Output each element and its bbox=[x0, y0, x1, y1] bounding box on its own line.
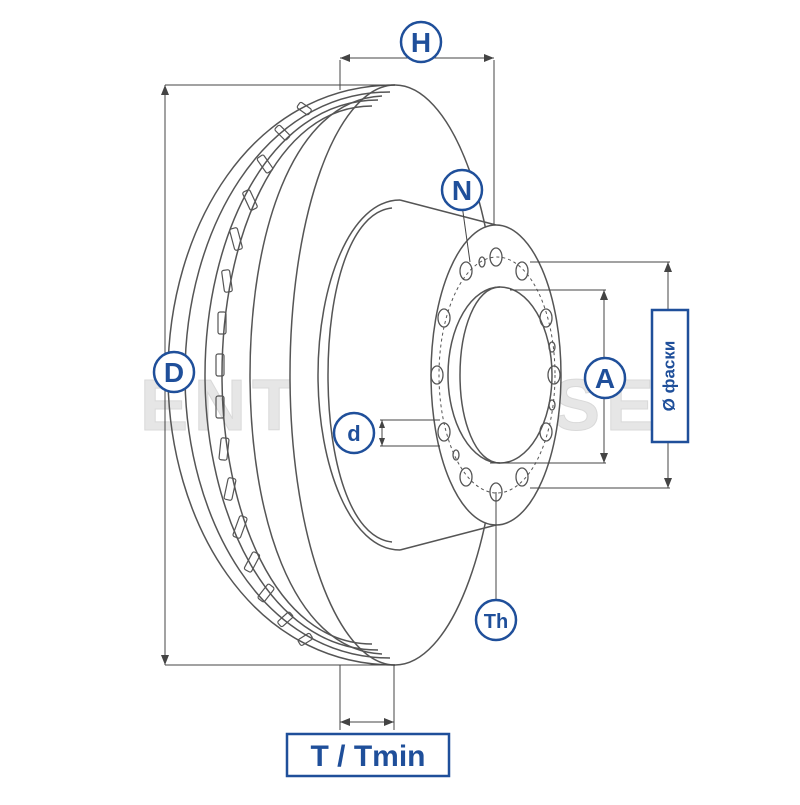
hat-inner-wall bbox=[327, 207, 393, 543]
label-d-large: D bbox=[152, 350, 196, 394]
arrowheads bbox=[161, 54, 672, 726]
hat-bottom-edge bbox=[399, 524, 497, 551]
n-leader bbox=[461, 204, 471, 263]
label-a-text: A bbox=[595, 363, 615, 394]
label-h-text: H bbox=[411, 27, 431, 58]
label-d-small: d bbox=[332, 411, 376, 455]
label-a: A bbox=[583, 356, 627, 400]
hat-top-edge bbox=[399, 199, 497, 226]
label-h: H bbox=[399, 20, 443, 64]
disc-inner-ring bbox=[249, 95, 383, 655]
ventilation-slots bbox=[215, 101, 313, 646]
label-d-small-text: d bbox=[347, 421, 360, 446]
label-th: Th bbox=[474, 598, 518, 642]
center-bore-depth bbox=[459, 286, 501, 464]
label-thickness: T / Tmin bbox=[285, 732, 451, 778]
hat-outer-wall bbox=[317, 199, 401, 551]
label-th-text: Th bbox=[484, 611, 508, 633]
label-thickness-text: T / Tmin bbox=[311, 740, 426, 773]
label-d-large-text: D bbox=[164, 357, 184, 388]
brake-disc bbox=[167, 84, 562, 666]
label-chamfer: Ø фаски bbox=[650, 308, 690, 444]
label-n: N bbox=[440, 168, 484, 212]
label-chamfer-text: Ø фаски bbox=[659, 341, 678, 412]
center-bore bbox=[447, 286, 553, 464]
label-n-text: N bbox=[452, 175, 472, 206]
bolt-holes bbox=[430, 247, 561, 502]
bolt-circle bbox=[438, 256, 556, 494]
disc-rim-line-3 bbox=[221, 105, 373, 645]
